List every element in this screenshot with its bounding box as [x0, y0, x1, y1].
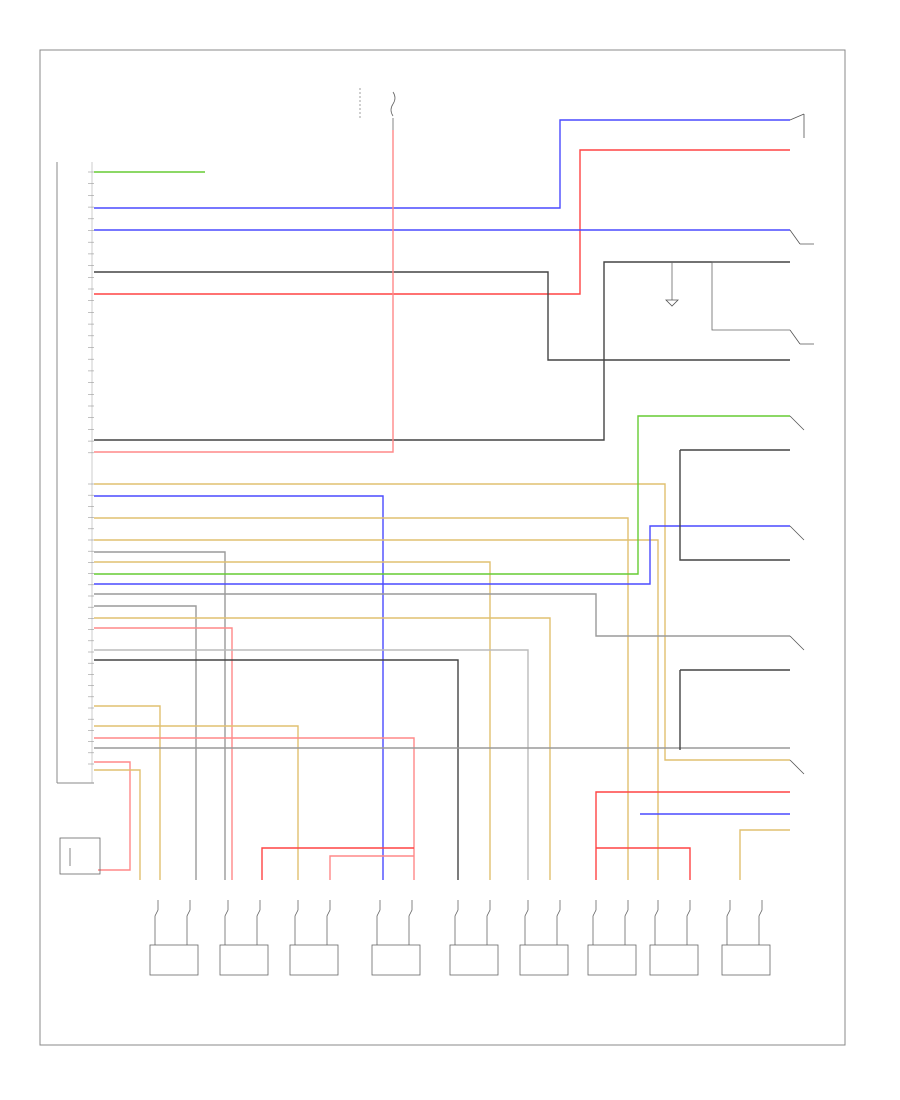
wire-set	[94, 119, 790, 880]
module-terminal	[592, 900, 597, 945]
wire-red-3	[596, 847, 691, 880]
module-terminal	[758, 900, 763, 945]
wire-switch-loop	[711, 261, 790, 331]
diagram-frame	[39, 49, 846, 1046]
wire-pink-2	[94, 737, 415, 880]
wire-tan-4	[94, 561, 491, 880]
sensor-module	[371, 900, 421, 976]
sensor-module	[149, 900, 199, 976]
wire-dark-2	[94, 261, 790, 441]
wire-red-4	[261, 847, 414, 880]
connector-a-pins	[88, 171, 94, 454]
sensor-module-box	[219, 944, 269, 976]
wire-tan-6	[94, 705, 161, 880]
wire-red-1	[94, 149, 790, 295]
module-terminal	[524, 900, 529, 945]
sensor-module-box	[649, 944, 699, 976]
module-terminal	[326, 900, 331, 945]
wire-dark-4	[679, 449, 790, 750]
wire-blue-4	[94, 525, 790, 585]
sensor-module	[219, 900, 269, 976]
switch-1-icon	[789, 113, 805, 138]
module-terminal	[376, 900, 381, 945]
wire-tan-1	[94, 483, 790, 761]
wire-tan-7	[94, 725, 299, 880]
switch-6-icon	[789, 635, 805, 651]
sensor-module	[587, 900, 637, 976]
wire-gray-1	[94, 551, 226, 880]
connector-b-pins	[88, 483, 94, 765]
module-terminal	[654, 900, 659, 945]
module-terminal	[154, 900, 159, 945]
module-terminal	[408, 900, 413, 945]
wire-tan-2	[94, 517, 629, 880]
switch-4-icon	[789, 415, 805, 431]
module-terminal	[686, 900, 691, 945]
wire-lightgray-1	[94, 649, 529, 880]
module-terminal	[224, 900, 229, 945]
module-terminal	[556, 900, 561, 945]
switch-2-icon	[789, 229, 814, 245]
wire-dark-3	[94, 659, 459, 880]
ground-icon	[665, 299, 679, 307]
module-terminal	[726, 900, 731, 945]
sensor-module-box	[519, 944, 569, 976]
sensor-module	[721, 900, 771, 976]
wire-tan-3	[94, 539, 659, 880]
switch-7-icon	[789, 759, 805, 775]
wire-gray-3	[94, 605, 197, 880]
wire-blue-1	[94, 119, 790, 209]
right-switches	[665, 113, 814, 775]
sensor-module	[449, 900, 499, 976]
wire-pink-3	[94, 761, 131, 871]
wire-pink-1	[94, 627, 233, 880]
sensor-module-box	[289, 944, 339, 976]
module-terminal	[256, 900, 261, 945]
sensor-module-box	[371, 944, 421, 976]
switch-3-icon	[789, 329, 814, 345]
module-terminal	[486, 900, 491, 945]
wire-red-main	[94, 130, 394, 453]
module-terminal	[454, 900, 459, 945]
controller-connector	[56, 162, 94, 784]
wire-dark-1	[94, 271, 790, 361]
wire-tan-9	[739, 829, 790, 880]
wire-blue-3	[94, 495, 384, 880]
bottom-modules	[149, 900, 771, 976]
fuse-icon	[359, 88, 396, 130]
wire-gray-2	[94, 593, 790, 637]
wire-tan-5	[94, 617, 551, 880]
sensor-module-box	[449, 944, 499, 976]
sensor-module-box	[149, 944, 199, 976]
switch-5-icon	[789, 525, 805, 541]
sensor-module-box	[721, 944, 771, 976]
wire-tan-8	[94, 769, 141, 880]
module-terminal	[294, 900, 299, 945]
left-switch-icon	[59, 837, 101, 875]
module-terminal	[624, 900, 629, 945]
wire-green-2	[94, 415, 790, 575]
sensor-module	[289, 900, 339, 976]
sensor-module	[649, 900, 699, 976]
wire-red-2	[595, 791, 790, 880]
wire-pink-4	[329, 855, 414, 880]
sensor-module	[519, 900, 569, 976]
module-terminal	[186, 900, 191, 945]
sensor-module-box	[587, 944, 637, 976]
